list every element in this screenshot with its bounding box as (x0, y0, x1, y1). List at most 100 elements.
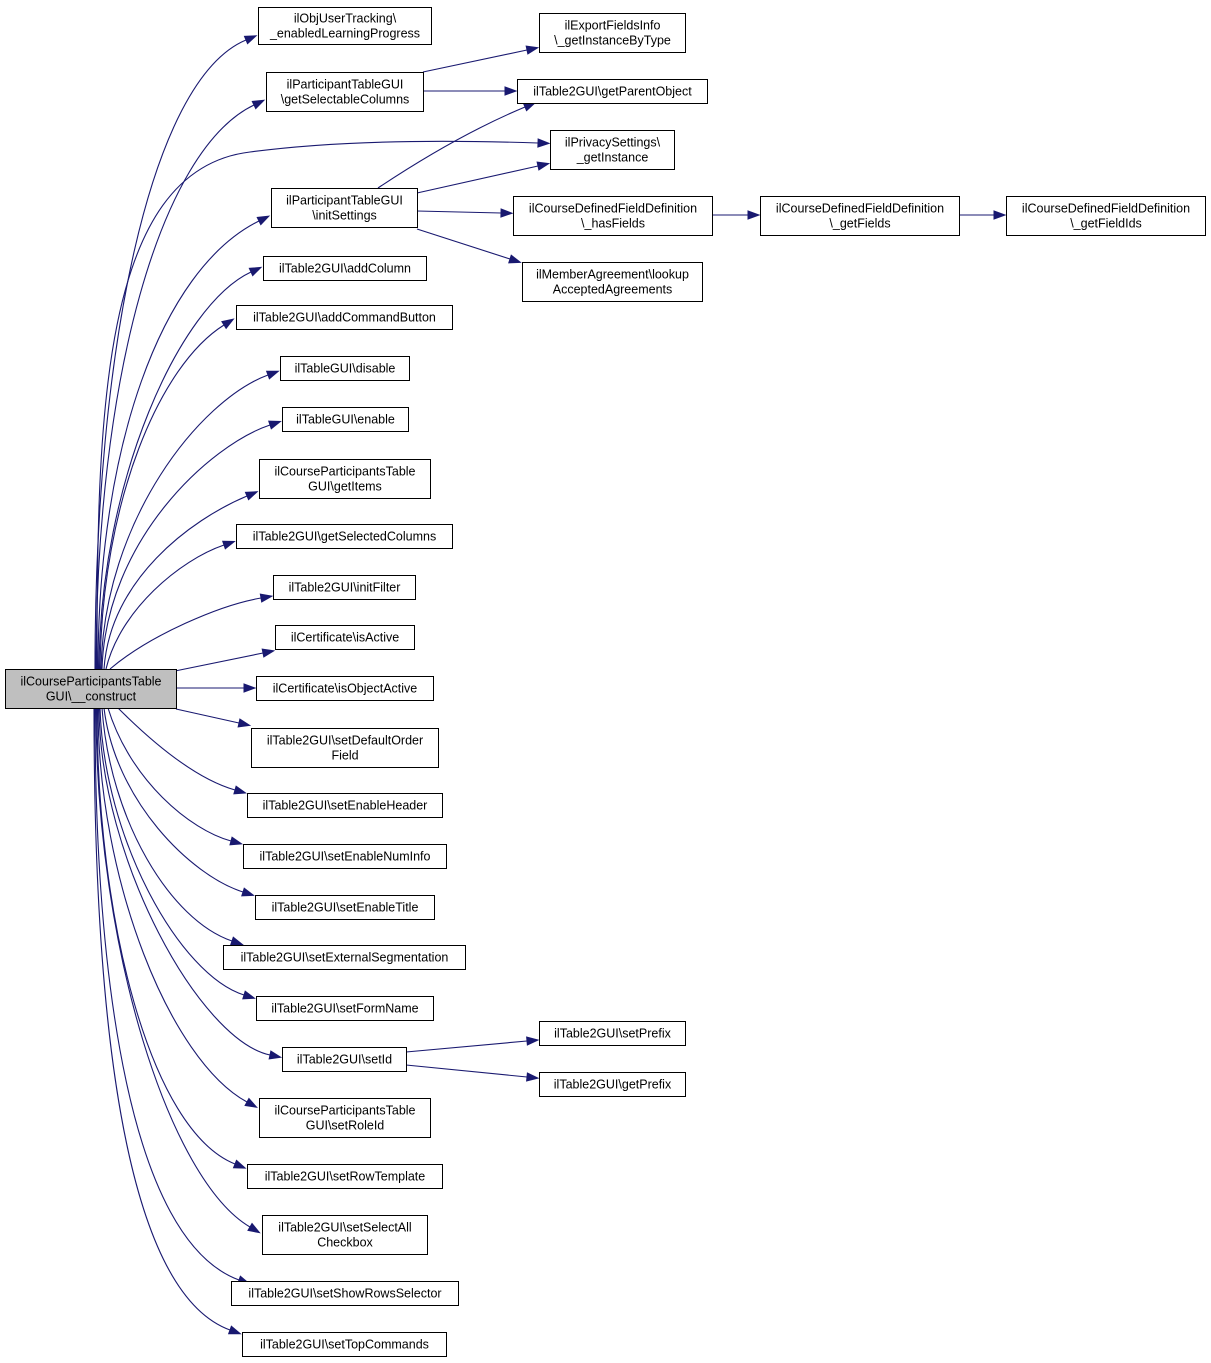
node-box[interactable] (282, 407, 409, 432)
edge-root-to-n_isobjactive (176, 683, 257, 693)
node-box[interactable] (280, 356, 410, 381)
node-box[interactable] (247, 793, 443, 818)
arrowhead-icon (259, 593, 274, 603)
node-box[interactable] (259, 1098, 431, 1138)
graph-node[interactable]: ilTable2GUI\setRowTemplate (247, 1164, 443, 1189)
graph-node[interactable]: ilTable2GUI\addCommandButton (236, 305, 453, 330)
graph-node[interactable]: ilCourseDefinedFieldDefinition\_hasField… (513, 196, 713, 236)
node-box[interactable] (513, 196, 713, 236)
edge-line (96, 140, 539, 670)
node-box[interactable] (247, 1164, 443, 1189)
node-box[interactable] (282, 1047, 407, 1072)
arrowhead-icon (256, 215, 271, 226)
graph-node[interactable]: ilTable2GUI\setEnableHeader (247, 793, 443, 818)
node-label: ilParticipantTableGUI (286, 194, 403, 208)
graph-node[interactable]: ilParticipantTableGUI\getSelectableColum… (266, 72, 424, 112)
arrowhead-icon (536, 161, 551, 171)
arrowhead-icon (233, 785, 247, 795)
node-box[interactable] (539, 1072, 686, 1097)
graph-node[interactable]: ilCertificate\isActive (275, 625, 415, 650)
node-label: \_getFieldIds (1070, 217, 1142, 231)
node-box[interactable] (539, 1021, 686, 1046)
node-box[interactable] (5, 669, 177, 709)
graph-node[interactable]: ilTableGUI\disable (280, 356, 410, 381)
node-label: ilPrivacySettings\ (565, 136, 661, 150)
node-box[interactable] (231, 1281, 459, 1306)
node-box[interactable] (262, 1215, 428, 1255)
node-box[interactable] (275, 625, 415, 650)
node-box[interactable] (539, 13, 686, 53)
edge-root-to-n_addcmd (99, 318, 235, 670)
node-box[interactable] (271, 188, 418, 228)
node-box[interactable] (236, 305, 453, 330)
node-box[interactable] (760, 196, 960, 236)
node-label: _enabledLearningProgress (269, 27, 420, 41)
graph-node[interactable]: ilTable2GUI\getSelectedColumns (236, 524, 453, 549)
graph-node[interactable]: ilTable2GUI\setPrefix (539, 1021, 686, 1046)
edges-layer (93, 35, 1007, 1335)
node-box[interactable] (255, 895, 435, 920)
graph-node[interactable]: ilCourseDefinedFieldDefinition\_getField… (1006, 196, 1206, 236)
node-box[interactable] (550, 130, 675, 170)
node-label: ilTable2GUI\setSelectAll (278, 1221, 411, 1235)
arrowhead-icon (237, 718, 252, 728)
edge-root-to-n_setextseg (101, 707, 244, 946)
node-box[interactable] (256, 996, 434, 1021)
node-box[interactable] (243, 844, 447, 869)
edge-root-to-n_setselall (95, 707, 261, 1234)
node-box[interactable] (522, 262, 703, 302)
graph-node[interactable]: ilTable2GUI\getPrefix (539, 1072, 686, 1097)
node-box[interactable] (1006, 196, 1206, 236)
graph-node[interactable]: ilPrivacySettings\_getInstance (550, 130, 675, 170)
node-box[interactable] (273, 575, 416, 600)
graph-node[interactable]: ilMemberAgreement\lookupAcceptedAgreemen… (522, 262, 703, 302)
node-label: ilCourseDefinedFieldDefinition (1022, 202, 1190, 216)
graph-node[interactable]: ilParticipantTableGUI\initSettings (271, 188, 418, 228)
graph-node[interactable]: ilTableGUI\enable (282, 407, 409, 432)
edge-line (95, 707, 251, 1228)
graph-node[interactable]: ilTable2GUI\setId (282, 1047, 407, 1072)
graph-node[interactable]: ilObjUserTracking\_enabledLearningProgre… (258, 7, 432, 45)
graph-node[interactable]: ilCourseDefinedFieldDefinition\_getField… (760, 196, 960, 236)
edge-root-to-n_setenheader (117, 707, 247, 795)
node-box[interactable] (251, 728, 439, 768)
edge-root-to-n_initset (97, 215, 271, 670)
node-label: ilTable2GUI\getParentObject (533, 85, 692, 99)
graph-node[interactable]: ilTable2GUI\setTopCommands (242, 1332, 447, 1357)
node-box[interactable] (258, 7, 432, 45)
edge-root-to-n_disable (100, 370, 280, 670)
node-box[interactable] (236, 524, 453, 549)
graph-node[interactable]: ilTable2GUI\setExternalSegmentation (223, 945, 466, 970)
graph-node[interactable]: ilTable2GUI\setFormName (256, 996, 434, 1021)
graph-node[interactable]: ilTable2GUI\setEnableTitle (255, 895, 435, 920)
node-box[interactable] (259, 459, 431, 499)
node-label: ilTable2GUI\addCommandButton (253, 311, 436, 325)
edge-line (416, 165, 539, 194)
graph-node[interactable]: ilCertificate\isObjectActive (256, 676, 434, 701)
graph-node[interactable]: ilTable2GUI\setShowRowsSelector (231, 1281, 459, 1306)
edge-root-to-n_getsel (95, 99, 266, 670)
graph-node[interactable]: ilTable2GUI\getParentObject (517, 79, 708, 104)
node-box[interactable] (223, 945, 466, 970)
graph-node[interactable]: ilExportFieldsInfo\_getInstanceByType (539, 13, 686, 53)
node-label: ilCertificate\isActive (291, 631, 399, 645)
graph-node[interactable]: ilTable2GUI\initFilter (273, 575, 416, 600)
graph-node[interactable]: ilTable2GUI\addColumn (263, 256, 427, 281)
edge-line (107, 707, 232, 842)
node-box[interactable] (242, 1332, 447, 1357)
edge-root-to-n_setrole (97, 707, 258, 1108)
node-box[interactable] (256, 676, 434, 701)
node-label: \_getInstanceByType (554, 34, 671, 48)
node-box[interactable] (263, 256, 427, 281)
node-box[interactable] (266, 72, 424, 112)
node-label: ilCourseParticipantsTable (274, 465, 415, 479)
node-box[interactable] (517, 79, 708, 104)
graph-node[interactable]: ilTable2GUI\setEnableNumInfo (243, 844, 447, 869)
arrowhead-icon (526, 1072, 540, 1082)
edge-n_getsel-to-n_getparent (423, 86, 518, 96)
